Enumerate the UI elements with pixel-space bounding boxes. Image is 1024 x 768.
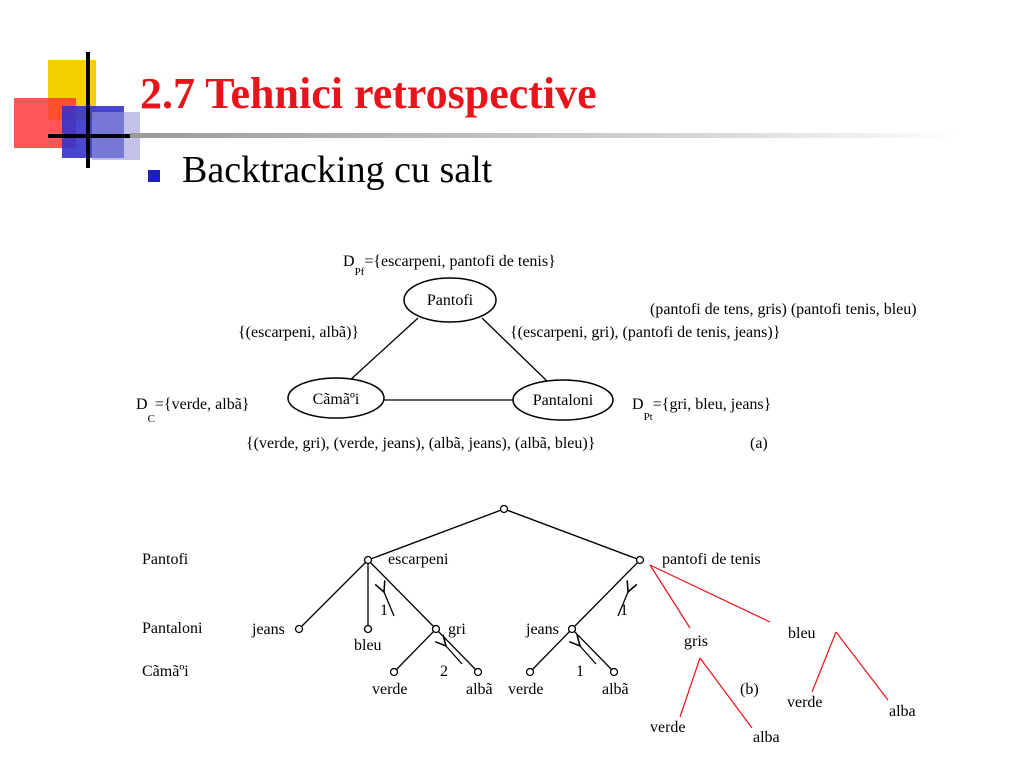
tree-label-bleu-2: bleu: [788, 625, 816, 642]
edge-gris-alba: [699, 657, 753, 729]
edge-root-tenis: [503, 508, 641, 561]
tree-node-alba-2: [609, 667, 619, 677]
domain-pantaloni-values: ={gri, bleu, jeans}: [653, 396, 772, 413]
tree-node-root: [499, 504, 509, 514]
jump-arrow-4: [580, 646, 597, 665]
domain-camasi-values: ={verde, albã}: [155, 396, 250, 413]
constraint-graph-a: Pantofi Cãmãºi Pantaloni DPf={escarpeni,…: [136, 253, 917, 452]
edge-bleu-alba: [835, 631, 889, 701]
title-underline: [130, 133, 960, 138]
tree-label-alba-3: alba: [753, 729, 780, 746]
edge-pantofi-camasi: [347, 317, 419, 383]
bullet-text: Backtracking cu salt: [182, 149, 493, 191]
jump-arrow-1: [384, 592, 395, 617]
tree-label-verde-4: verde: [787, 694, 823, 711]
domain-pantaloni-main: D: [632, 396, 644, 413]
label-pantofi-camasi: {(escarpeni, albã)}: [238, 324, 359, 341]
node-pantofi: [403, 277, 497, 323]
level-label-camasi: Cãmãºi: [142, 663, 189, 680]
bullet-square-icon: [148, 170, 160, 182]
tree-node-jeans-2: [567, 624, 577, 634]
level-label-pantofi: Pantofi: [142, 551, 189, 568]
label-camasi-pantaloni: {(verde, gri), (verde, jeans), (albã, je…: [246, 435, 595, 452]
tree-label-bleu-1: bleu: [354, 637, 382, 654]
edge-escarpeni-jeans: [298, 559, 369, 630]
edge-tenis-jeans: [571, 559, 641, 630]
edge-tenis-bleu: [649, 564, 771, 623]
node-pantaloni: [512, 379, 614, 421]
search-tree-b: Pantofi Pantaloni Cãmãºi: [142, 504, 916, 746]
jump-number-2: 1: [620, 602, 628, 619]
edge-bleu-verde: [811, 631, 837, 693]
node-camasi: [287, 377, 385, 419]
domain-pantaloni-sub: Pt: [644, 411, 653, 423]
tree-label-escarpeni: escarpeni: [388, 551, 449, 568]
tree-node-jeans-1: [294, 624, 304, 634]
label-pantofi-pantaloni-extra: (pantofi de tens, gris) (pantofi tenis, …: [650, 301, 917, 318]
domain-pantofi: DPf={escarpeni, pantofi de tenis}: [343, 253, 556, 278]
tree-label-alba-2: albã: [602, 681, 629, 698]
tree-node-circles: [294, 504, 645, 677]
tree-node-verde-1: [389, 667, 399, 677]
edge-tenis-gris: [649, 564, 691, 629]
domain-pantaloni: DPt={gri, bleu, jeans}: [632, 396, 771, 423]
tree-label-gri: gri: [448, 621, 466, 638]
edge-pantofi-pantaloni: [481, 317, 549, 383]
tree-node-escarpeni: [363, 555, 373, 565]
label-pantofi-pantaloni: {(escarpeni, gri), (pantofi de tenis, je…: [510, 324, 780, 341]
tree-label-tenis: pantofi de tenis: [662, 551, 761, 568]
domain-camasi-sub: C: [148, 413, 155, 425]
tree-label-gris: gris: [684, 633, 708, 650]
jump-arrow-3: [446, 646, 463, 665]
jump-arrows: [384, 592, 628, 665]
tree-label-jeans-1: jeans: [251, 621, 285, 638]
tree-edges-red: [649, 564, 889, 729]
slide-title: 2.7 Tehnici retrospective: [140, 69, 597, 118]
tree-node-gri: [431, 624, 441, 634]
jump-number-3: 2: [440, 663, 448, 680]
edge-gri-verde: [393, 628, 437, 673]
node-camasi-label: Cãmãºi: [313, 391, 360, 408]
caption-a: (a): [750, 435, 768, 452]
tree-label-verde-2: verde: [508, 681, 544, 698]
tree-label-jeans-2: jeans: [525, 621, 559, 638]
tree-node-verde-2: [525, 667, 535, 677]
edge-gris-verde: [679, 657, 701, 718]
domain-camasi-main: D: [136, 396, 148, 413]
tree-node-bleu-1: [363, 624, 373, 634]
tree-label-alba-1: albã: [466, 681, 493, 698]
tree-edges-black: [298, 508, 641, 673]
slide-logo: [14, 52, 140, 168]
jump-number-4: 1: [576, 663, 584, 680]
tree-label-verde-1: verde: [372, 681, 408, 698]
tree-label-verde-3: verde: [650, 719, 686, 736]
domain-pantofi-values: ={escarpeni, pantofi de tenis}: [364, 253, 555, 270]
domain-pantofi-main: D: [343, 253, 355, 270]
tree-label-alba-4: alba: [889, 703, 916, 720]
domain-camasi: DC={verde, albã}: [136, 396, 249, 425]
tree-node-tenis: [635, 555, 645, 565]
tree-node-alba-1: [473, 667, 483, 677]
node-pantaloni-label: Pantaloni: [533, 392, 594, 409]
edge-escarpeni-gri: [367, 559, 437, 630]
jump-arrow-2: [617, 592, 628, 617]
level-label-pantaloni: Pantaloni: [142, 620, 203, 637]
caption-b: (b): [740, 681, 759, 698]
edge-root-escarpeni: [367, 508, 505, 561]
jump-number-1: 1: [380, 602, 388, 619]
node-pantofi-label: Pantofi: [427, 292, 474, 309]
domain-pantofi-sub: Pf: [355, 266, 365, 278]
edge-jeans-verde: [529, 628, 573, 673]
